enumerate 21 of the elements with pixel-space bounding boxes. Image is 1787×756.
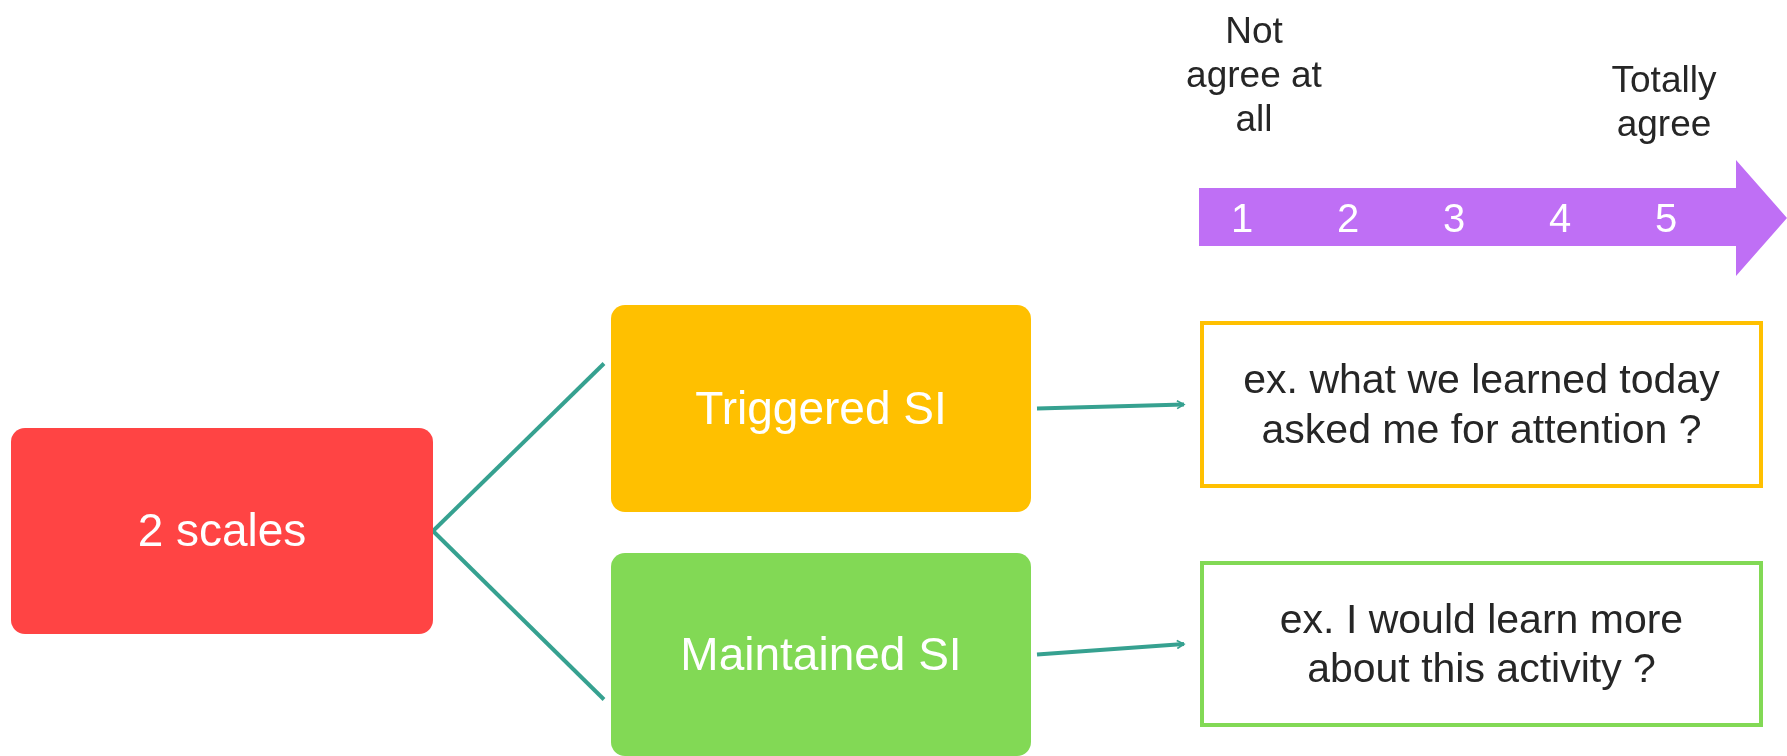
scale-number: 3: [1441, 195, 1467, 242]
scale-number: 5: [1653, 195, 1679, 242]
root-box: [11, 428, 433, 634]
box-label: Maintained SI: [680, 626, 962, 682]
box-label: ex. what we learned today asked me for attention ?: [1242, 355, 1721, 454]
example-box: [1200, 561, 1763, 727]
box-label: Triggered SI: [695, 380, 947, 436]
connector-line: [431, 529, 606, 701]
box-label: ex. I would learn more about this activity ?: [1278, 594, 1685, 693]
example-box: [1200, 321, 1763, 488]
box-label: 2 scales: [137, 503, 307, 559]
scale-number: 4: [1547, 195, 1573, 242]
connector-line: [431, 362, 606, 533]
scale-number: 1: [1229, 195, 1255, 242]
arrow: [1036, 399, 1185, 411]
category-box: [611, 553, 1031, 756]
category-box: [611, 305, 1031, 512]
scale-number: 2: [1335, 195, 1361, 242]
scale-end-label: Totally agree: [1610, 58, 1718, 146]
arrow: [1036, 639, 1185, 657]
scale-end-label: Not agree at all: [1185, 9, 1323, 141]
